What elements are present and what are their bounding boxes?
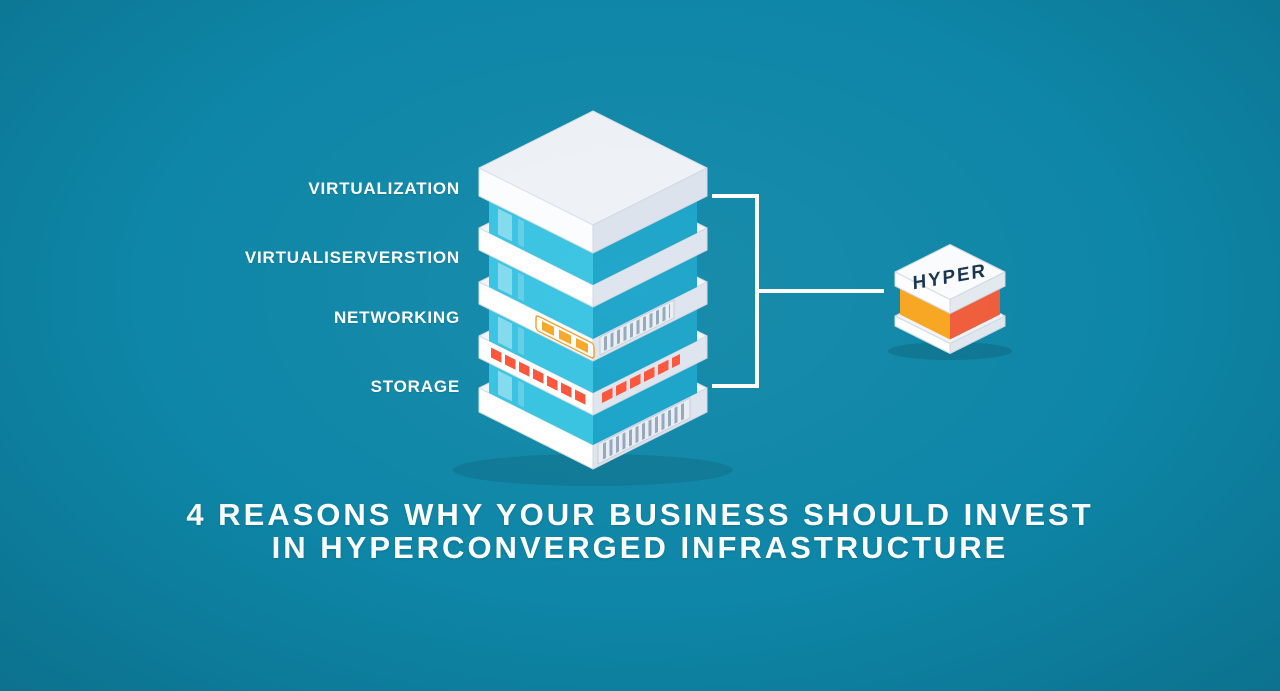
vent-grille-icon xyxy=(599,299,675,356)
hyper-box: HYPER xyxy=(888,244,1012,360)
stack-label-networking: NETWORKING xyxy=(333,308,460,327)
vent-grille-icon xyxy=(597,397,691,465)
infographic-title-line-2: IN HYPERCONVERGED INFRASTRUCTURE xyxy=(271,530,1009,565)
led-strip-red-right-icon xyxy=(602,354,680,404)
server-stack xyxy=(478,110,708,470)
stack-label-virtualization: VIRTUALIZATION xyxy=(308,179,460,198)
stack-label-storage: STORAGE xyxy=(370,377,460,396)
stack-label-virtualiserverstion: VIRTUALISERVERSTION xyxy=(244,248,460,267)
infographic-title-line-1: 4 REASONS WHY YOUR BUSINESS SHOULD INVES… xyxy=(186,497,1094,532)
infographic-title: 4 REASONS WHY YOUR BUSINESS SHOULD INVES… xyxy=(0,498,1280,564)
stack-lid-virtualization xyxy=(478,110,708,254)
bracket xyxy=(712,194,884,388)
led-strip-orange-icon xyxy=(535,315,595,359)
hyper-box-top: HYPER xyxy=(894,244,1006,314)
led-strip-red-left-icon xyxy=(491,347,586,405)
stack-shadow xyxy=(453,454,733,486)
hyper-box-core xyxy=(900,288,1000,340)
